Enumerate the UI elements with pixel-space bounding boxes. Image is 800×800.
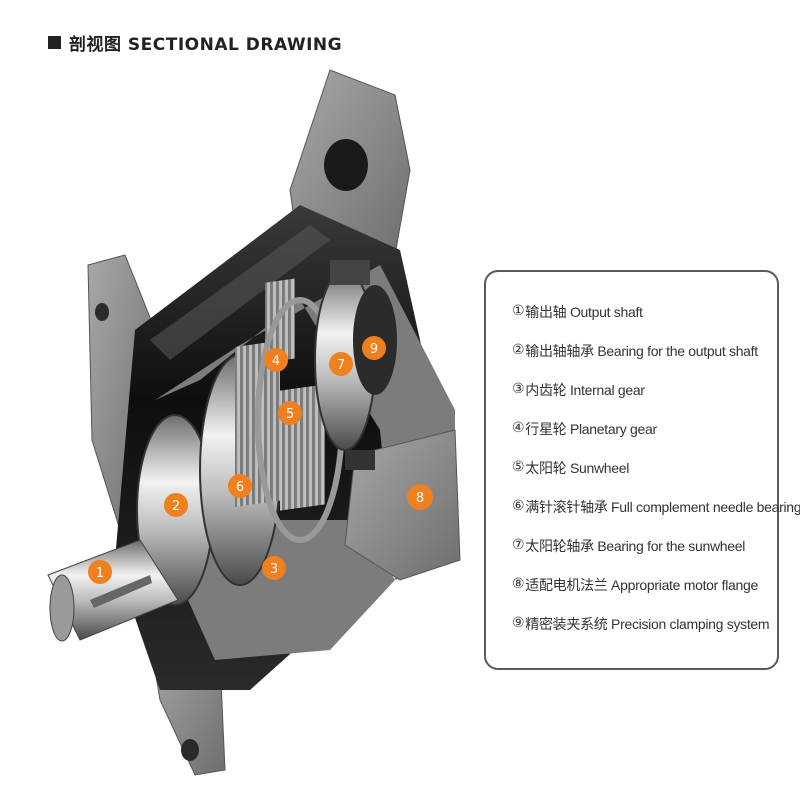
legend-item-text: 输出轴 Output shaft [525, 304, 643, 320]
legend-item-text: 行星轮 Planetary gear [525, 421, 657, 437]
marker-9: 9 [362, 336, 386, 360]
legend-item-number: ② [512, 341, 525, 357]
legend-item-number: ⑧ [512, 575, 525, 591]
marker-3-label: 3 [270, 562, 278, 577]
legend-item-text: 太阳轮轴承 Bearing for the sunwheel [525, 538, 746, 554]
marker-9-label: 9 [370, 342, 378, 357]
legend-item-text: 满针滚针轴承 Full complement needle bearing [525, 499, 800, 515]
marker-8-label: 8 [416, 491, 424, 506]
legend-item-number: ⑥ [512, 497, 525, 513]
marker-2: 2 [164, 493, 188, 517]
marker-4: 4 [264, 348, 288, 372]
marker-8: 8 [407, 484, 433, 510]
marker-1-label: 1 [96, 566, 104, 581]
marker-6: 6 [228, 474, 252, 498]
marker-7-label: 7 [337, 358, 345, 373]
marker-2-label: 2 [172, 499, 180, 514]
legend-item-number: ⑤ [512, 458, 525, 474]
legend-item-text: 内齿轮 Internal gear [525, 382, 645, 398]
legend-item-number: ③ [512, 380, 525, 396]
title-text: 剖视图 SECTIONAL DRAWING [69, 35, 343, 55]
marker-7: 7 [329, 352, 353, 376]
marker-4-label: 4 [272, 354, 280, 369]
page-title: 剖视图 SECTIONAL DRAWING [48, 30, 342, 55]
legend-item-number: ⑦ [512, 536, 525, 552]
marker-5-label: 5 [286, 407, 294, 422]
legend-item-text: 太阳轮 Sunwheel [525, 460, 630, 476]
marker-6-label: 6 [236, 480, 244, 495]
legend-item-text: 输出轴轴承 Bearing for the output shaft [525, 343, 758, 359]
legend-item-text: 适配电机法兰 Appropriate motor flange [525, 577, 758, 593]
marker-3: 3 [262, 556, 286, 580]
marker-5: 5 [278, 401, 302, 425]
legend-item-number: ① [512, 302, 525, 318]
legend-item-text: 精密装夹系统 Precision clamping system [525, 616, 770, 632]
marker-1: 1 [88, 560, 112, 584]
output-shaft [47, 539, 179, 642]
top-flange [289, 69, 411, 261]
legend-item-number: ⑨ [512, 614, 525, 630]
title-square-icon [48, 36, 61, 49]
legend-item-number: ④ [512, 419, 525, 435]
